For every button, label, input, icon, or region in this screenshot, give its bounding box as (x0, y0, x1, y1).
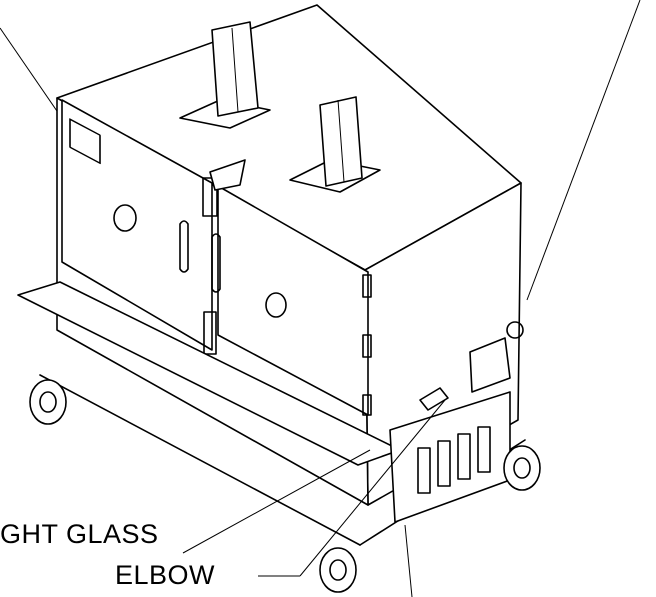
front-left-caster (29, 379, 67, 425)
right-sight-window (265, 292, 287, 318)
right-chimney-edge (337, 99, 345, 183)
vent-slot-1 (417, 447, 431, 494)
sight-glass-leader (182, 449, 371, 554)
bottom-leader-line (404, 524, 413, 597)
left-sight-window (113, 204, 137, 232)
left-door-handle (179, 220, 189, 273)
sight-glass-callout: GHT GLASS (0, 519, 159, 549)
front-right-caster (503, 445, 541, 491)
vent-slot-2 (437, 440, 451, 487)
latch-cover (209, 159, 246, 191)
top-right-leader-line (526, 0, 641, 301)
elbow-callout: ELBOW (115, 560, 216, 590)
hinge-middle (362, 334, 372, 358)
right-door-handle (211, 233, 221, 293)
rear-left-caster (319, 547, 357, 593)
hinge-bottom (362, 394, 372, 416)
sight-glass-fitting (419, 387, 449, 411)
vent-slot-3 (457, 433, 471, 480)
electrical-box (469, 337, 511, 393)
lower-frame-rail-front (39, 374, 361, 546)
hinge-top (362, 274, 372, 298)
left-chimney-edge (231, 27, 239, 113)
elbow-fitting (506, 321, 524, 339)
elbow-leader-angle (299, 399, 446, 577)
door-label-plate (69, 118, 101, 165)
top-latch (202, 177, 218, 217)
vent-slot-4 (477, 426, 491, 473)
bottom-latch (203, 311, 217, 355)
